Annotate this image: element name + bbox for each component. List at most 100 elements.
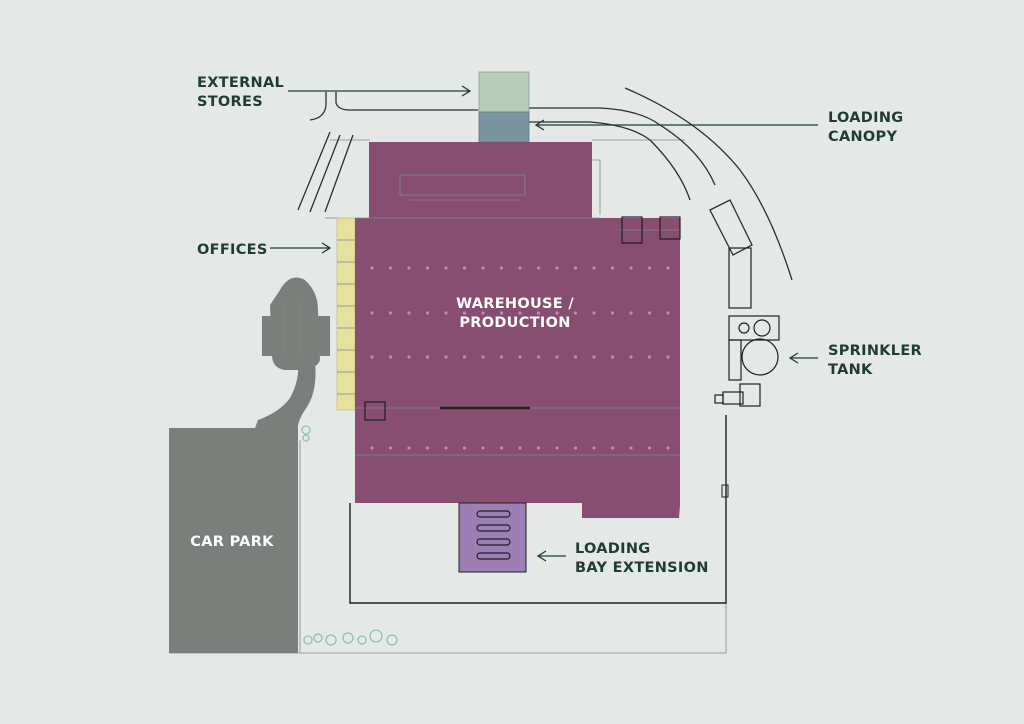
yard-wall (349, 415, 727, 604)
structural-column (370, 266, 374, 270)
structural-column (518, 266, 522, 270)
car-park: CAR PARK (169, 277, 330, 653)
structural-column (425, 355, 430, 359)
structural-column (444, 355, 448, 359)
upper-parking-loop (270, 277, 320, 370)
structural-column (462, 355, 467, 359)
structural-column (425, 311, 430, 315)
tree-icon (386, 634, 398, 646)
structural-column (370, 311, 374, 315)
structural-column (647, 355, 652, 359)
car-park-area (169, 428, 298, 653)
sprinkler-tank-group (714, 247, 780, 407)
structural-column (499, 266, 504, 270)
structural-column (462, 266, 467, 270)
arrow-loading-bay (536, 550, 566, 562)
structural-column (629, 355, 633, 359)
structural-column (666, 446, 670, 450)
structural-column (370, 355, 374, 359)
tree-icon (342, 632, 354, 644)
arrow-offices (270, 242, 332, 254)
structural-column (536, 446, 541, 450)
structural-column (499, 446, 504, 450)
structural-column (425, 446, 430, 450)
structural-column (388, 266, 393, 270)
structural-column (666, 355, 670, 359)
structural-column (573, 446, 578, 450)
sprinkler-tank-small-1 (738, 322, 750, 334)
structural-column (370, 446, 374, 450)
access-roads (297, 87, 793, 281)
sprinkler-tank (741, 338, 779, 376)
structural-column (629, 266, 633, 270)
structural-column (629, 446, 633, 450)
arrow-sprinkler-tank (788, 352, 818, 364)
structural-column (666, 311, 670, 315)
structural-column (555, 311, 559, 315)
loading-bay-label-line2: BAY EXTENSION (575, 560, 709, 576)
structural-column (536, 266, 541, 270)
structural-column (573, 266, 578, 270)
car-park-label: CAR PARK (190, 534, 274, 550)
structural-column (407, 266, 411, 270)
sprinkler-tank-label-line1: SPRINKLER (828, 343, 922, 359)
arrow-external-stores (288, 85, 472, 97)
structural-column (647, 311, 652, 315)
structural-column (573, 355, 578, 359)
structural-column (647, 446, 652, 450)
structural-column (388, 446, 393, 450)
structural-column (425, 266, 430, 270)
loading-canopy (478, 111, 530, 143)
structural-column (518, 446, 522, 450)
tree-icon (369, 629, 383, 643)
arrow-loading-canopy (534, 119, 818, 131)
structural-column (444, 446, 448, 450)
structural-column (499, 311, 504, 315)
structural-column (499, 355, 504, 359)
external-stores-label-line1: EXTERNAL (197, 75, 284, 91)
structural-column (481, 355, 485, 359)
structural-column (407, 355, 411, 359)
loading-bay-label-line1: LOADING (575, 541, 650, 557)
structural-column (388, 311, 393, 315)
structural-column (536, 311, 541, 315)
structural-column (481, 311, 485, 315)
loading-bay-extension (458, 502, 527, 573)
structural-column (462, 446, 467, 450)
sprinkler-tank-small-2 (753, 319, 771, 337)
structural-column (555, 355, 559, 359)
tree-icon (325, 634, 337, 646)
car-park-access-road (255, 348, 316, 440)
structural-column (666, 266, 670, 270)
structural-column (610, 355, 615, 359)
structural-column (444, 311, 448, 315)
structural-column (462, 311, 467, 315)
structural-column (555, 446, 559, 450)
warehouse-footprint (355, 142, 680, 518)
column-grid (370, 266, 670, 450)
parking-row-right (318, 316, 330, 356)
external-stores-block (478, 71, 530, 113)
structural-column (592, 311, 596, 315)
loading-canopy-block (478, 111, 530, 143)
structural-column (629, 311, 633, 315)
offices-label: OFFICES (197, 242, 268, 258)
parking-row-left (262, 316, 274, 356)
structural-column (592, 446, 596, 450)
structural-column (592, 266, 596, 270)
tree-icon (313, 633, 323, 643)
structural-column (610, 446, 615, 450)
structural-column (573, 311, 578, 315)
warehouse: WAREHOUSE / PRODUCTION (355, 142, 681, 518)
structural-column (592, 355, 596, 359)
tree-icon (357, 635, 367, 645)
loading-bay-block (458, 502, 527, 573)
structural-column (407, 311, 411, 315)
tree-icon (302, 434, 310, 442)
loading-canopy-label-line1: LOADING (828, 110, 903, 126)
structural-column (407, 446, 411, 450)
warehouse-label-line1: WAREHOUSE / (456, 296, 574, 312)
tree-icon (303, 635, 313, 645)
warehouse-label-line2: PRODUCTION (459, 315, 570, 331)
